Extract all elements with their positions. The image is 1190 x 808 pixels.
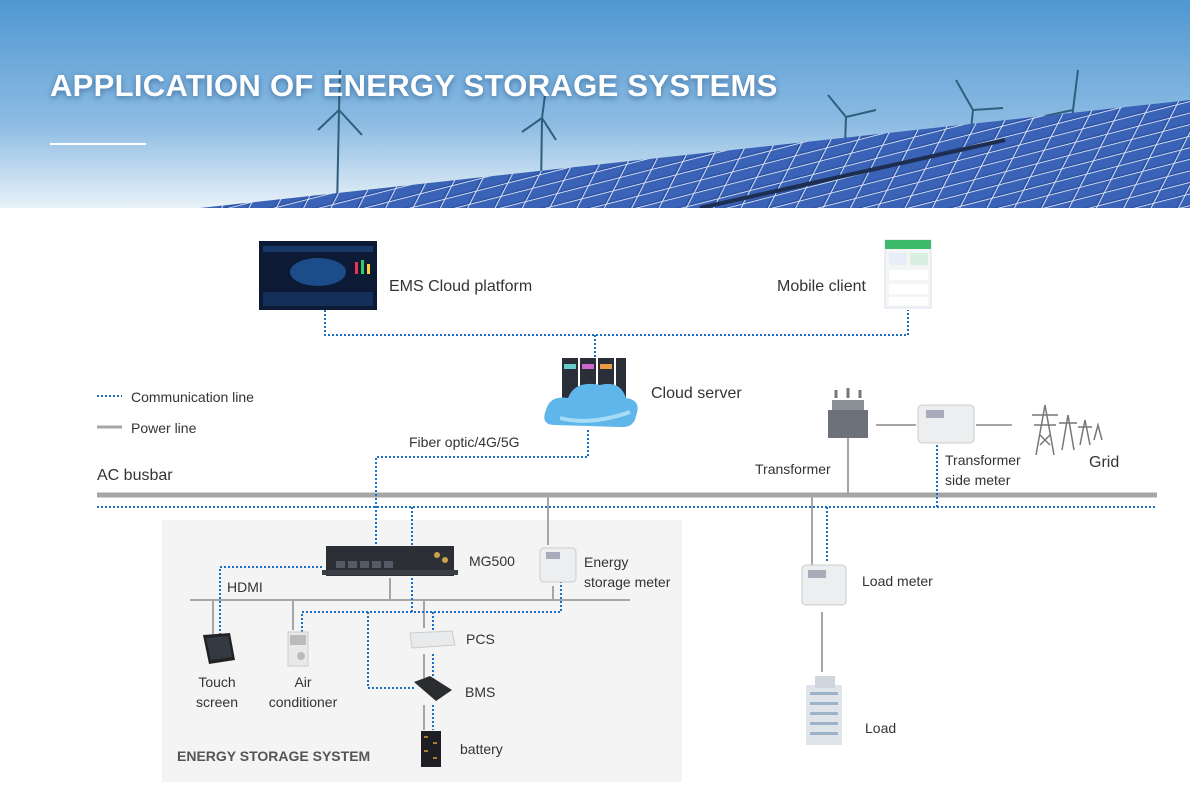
title-underline [50, 143, 146, 145]
esm-line1: Energy [584, 554, 629, 570]
fiber-label: Fiber optic/4G/5G [409, 434, 520, 450]
grid-towers-image [1032, 404, 1103, 456]
mobile-app-image [884, 239, 932, 309]
ac-busbar-label: AC busbar [97, 467, 173, 484]
bms-label: BMS [465, 684, 496, 700]
mg500-label: MG500 [469, 553, 515, 569]
load-meter-image [801, 564, 847, 606]
touch-screen-image [203, 633, 235, 664]
transformer-image [828, 388, 868, 438]
energy-storage-meter-image [539, 547, 577, 583]
battery-image [421, 731, 441, 767]
cloud-server-image [544, 358, 638, 428]
load-meter-label: Load meter [862, 573, 933, 589]
battery-label: battery [460, 741, 503, 757]
transformer-label: Transformer [755, 461, 831, 477]
hdmi-label: HDMI [227, 579, 263, 595]
pcs-label: PCS [466, 631, 495, 647]
air-conditioner-image [287, 631, 309, 667]
esm-line2: storage meter [584, 574, 671, 590]
load-building-image [806, 676, 842, 745]
tsm-line1: Transformer [945, 452, 1021, 468]
page-title: APPLICATION OF ENERGY STORAGE SYSTEMS [50, 68, 778, 103]
touch-line2: screen [195, 694, 239, 710]
mobile-label: Mobile client [777, 278, 866, 295]
communication-lines [97, 310, 1157, 730]
legend-power-label: Power line [131, 420, 197, 436]
hero-banner [0, 0, 1190, 208]
ems-label: EMS Cloud platform [389, 278, 533, 295]
ems-dashboard-image [259, 241, 377, 310]
air-line2: conditioner [268, 694, 338, 710]
mg500-gateway-image [322, 546, 458, 576]
pcs-image [409, 630, 456, 649]
transformer-side-meter-image [917, 404, 975, 444]
touch-screen-label: Touch screen [192, 672, 242, 712]
tsm-line2: side meter [945, 472, 1011, 488]
air-conditioner-label: Air conditioner [263, 672, 343, 712]
legend-communication-label: Communication line [131, 389, 254, 405]
energy-storage-meter-label: Energy storage meter [584, 552, 670, 592]
cloud-server-label: Cloud server [651, 385, 742, 402]
load-label: Load [865, 720, 897, 736]
grid-label: Grid [1089, 454, 1120, 471]
solar-panels [200, 100, 1190, 208]
transformer-side-meter-label: Transformer side meter [945, 450, 1021, 490]
bms-image [414, 676, 452, 701]
touch-line1: Touch [198, 674, 236, 690]
power-lines [97, 424, 1157, 730]
air-line1: Air [294, 674, 312, 690]
ess-title: ENERGY STORAGE SYSTEM [177, 748, 371, 764]
